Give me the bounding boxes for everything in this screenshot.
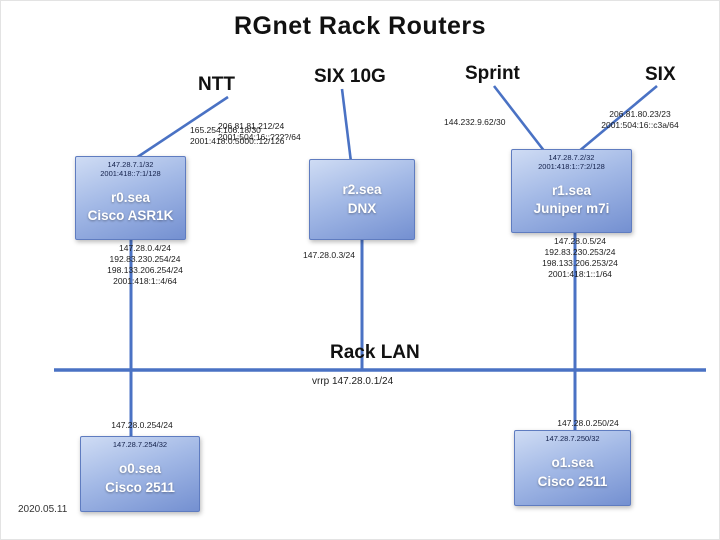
- router-node-o1: 147.28.7.250/32 o1.sea Cisco 2511: [514, 430, 631, 506]
- addr-line: 147.28.7.2/32: [548, 153, 595, 162]
- uplink-label-ntt: NTT: [198, 74, 235, 95]
- node-name: r1.sea: [551, 183, 592, 199]
- lan-addr-o0: 147.28.0.254/24: [102, 420, 182, 431]
- addr-line: 144.232.9.62/30: [444, 117, 506, 127]
- node-model: Juniper m7i: [533, 201, 610, 217]
- lan-addrs-r1: 147.28.0.5/24 192.83.230.253/24 198.133.…: [530, 236, 630, 280]
- addr-line: 147.28.7.254/32: [112, 440, 168, 449]
- addr-line: 2001:418:1::1/64: [548, 269, 612, 280]
- node-body: r0.sea Cisco ASR1K: [88, 179, 174, 236]
- addr-line: 147.28.0.254/24: [111, 420, 173, 430]
- link-ntt-r0: [132, 95, 229, 162]
- node-name: r0.sea: [110, 190, 151, 206]
- addr-line: 147.28.0.4/24: [119, 243, 171, 253]
- vrrp-address: vrrp 147.28.0.1/24: [312, 376, 394, 387]
- node-name: r2.sea: [342, 182, 382, 198]
- node-model: Cisco 2511: [105, 479, 175, 495]
- addr-line: 2001:418:1::4/64: [113, 276, 177, 287]
- node-body: o0.sea Cisco 2511: [105, 449, 175, 508]
- rack-lan-label: Rack LAN: [330, 342, 420, 363]
- addr-line: 198.133.206.254/24: [107, 265, 183, 276]
- node-body: r1.sea Juniper m7i: [534, 172, 610, 229]
- uplink-addrs-sprint: 144.232.9.62/30: [444, 117, 505, 128]
- uplink-addrs-ntt: 165.254.106.18/30 2001:418:0:5000::12/12…: [190, 125, 285, 147]
- addr-line: 147.28.0.3/24: [303, 250, 355, 260]
- addr-line: 192.83.230.253/24: [544, 247, 616, 258]
- router-node-o0: 147.28.7.254/32 o0.sea Cisco 2511: [80, 436, 200, 512]
- addr-line: 147.28.7.250/32: [545, 434, 600, 443]
- date-stamp: 2020.05.11: [18, 504, 68, 515]
- addr-line: 2001:418::7:1/128: [100, 169, 161, 179]
- node-name: o0.sea: [118, 461, 162, 477]
- lan-addr-o1: 147.28.0.250/24: [548, 418, 628, 429]
- addr-line: 206.81.80.23/23: [609, 109, 671, 119]
- link-six10g-r2: [340, 88, 353, 163]
- loopback-addrs: 147.28.7.2/32 2001:418:1::7:2/128: [538, 153, 605, 172]
- addr-line: 198.133.206.253/24: [542, 258, 618, 269]
- loopback-addrs: 147.28.7.254/32: [113, 440, 167, 449]
- node-model: Cisco ASR1K: [87, 208, 174, 224]
- node-body: r2.sea DNX: [342, 163, 381, 236]
- link-six-r1: [577, 85, 658, 153]
- uplink-label-six: SIX: [645, 64, 676, 85]
- uplink-label-six10g: SIX 10G: [314, 66, 386, 87]
- node-model: Cisco 2511: [537, 473, 608, 489]
- uplink-addrs-six: 206.81.80.23/23 2001:504:16::c3a/64: [596, 109, 684, 131]
- router-node-r1: 147.28.7.2/32 2001:418:1::7:2/128 r1.sea…: [511, 149, 632, 233]
- addr-line: 147.28.0.250/24: [557, 418, 619, 428]
- diagram-title: RGnet Rack Routers: [233, 12, 487, 40]
- addr-line: 2001:418:0:5000::12/126: [190, 136, 285, 147]
- addr-line: 192.83.230.254/24: [109, 254, 181, 265]
- router-node-r2: r2.sea DNX: [309, 159, 415, 240]
- link-sprint-r1: [492, 85, 547, 153]
- uplink-addrs-six10g: 206.81.81.212/24 2001:504:16::????/64: [218, 121, 301, 143]
- addr-line: 165.254.106.18/30: [190, 125, 261, 135]
- addr-line: 147.28.0.5/24: [554, 236, 606, 246]
- node-model: DNX: [347, 200, 377, 216]
- loopback-addrs: 147.28.7.1/32 2001:418::7:1/128: [100, 160, 160, 179]
- addr-line: 206.81.81.212/24: [218, 121, 285, 131]
- lan-addrs-r0: 147.28.0.4/24 192.83.230.254/24 198.133.…: [95, 243, 195, 287]
- node-body: o1.sea Cisco 2511: [538, 443, 608, 502]
- addr-line: 2001:418:1::7:2/128: [538, 162, 605, 172]
- addr-line: 2001:504:16::????/64: [218, 132, 301, 143]
- addr-line: 2001:504:16::c3a/64: [601, 120, 679, 131]
- lan-addrs-r2: 147.28.0.3/24: [303, 250, 355, 261]
- loopback-addrs: 147.28.7.250/32: [545, 434, 599, 443]
- uplink-label-sprint: Sprint: [465, 63, 520, 84]
- node-name: o1.sea: [551, 455, 594, 471]
- router-node-r0: 147.28.7.1/32 2001:418::7:1/128 r0.sea C…: [75, 156, 186, 240]
- addr-line: 147.28.7.1/32: [107, 160, 154, 169]
